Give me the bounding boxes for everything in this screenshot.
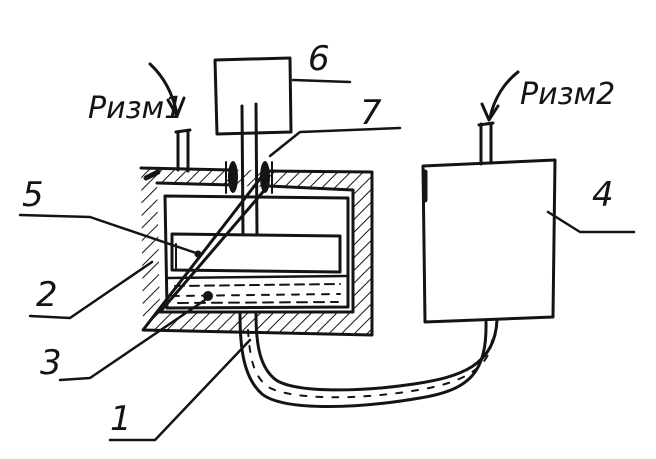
label-part-6: 6 [308,39,330,79]
inlet-tube-p2 [477,121,495,166]
housing-wall [139,166,374,337]
leader-lines [18,78,636,442]
seal [225,161,273,194]
inlet-tube-p1 [174,128,192,173]
label-p1: Pизм1 [88,91,183,126]
label-part-4: 4 [592,175,614,215]
label-p2: Pизм2 [520,77,615,112]
label-part-3: 3 [40,343,62,383]
label-part-1: 1 [110,399,132,439]
transducer-box [213,56,293,136]
rod [240,102,259,236]
label-part-2: 2 [36,275,58,315]
arrow-p2 [480,70,520,122]
arrow-p1 [148,62,186,118]
label-part-7: 7 [360,93,382,133]
label-part-5: 5 [22,175,44,215]
connecting-pipe [238,312,499,409]
tank [421,158,557,324]
liquid [166,274,348,304]
inner-vessel [163,194,350,310]
